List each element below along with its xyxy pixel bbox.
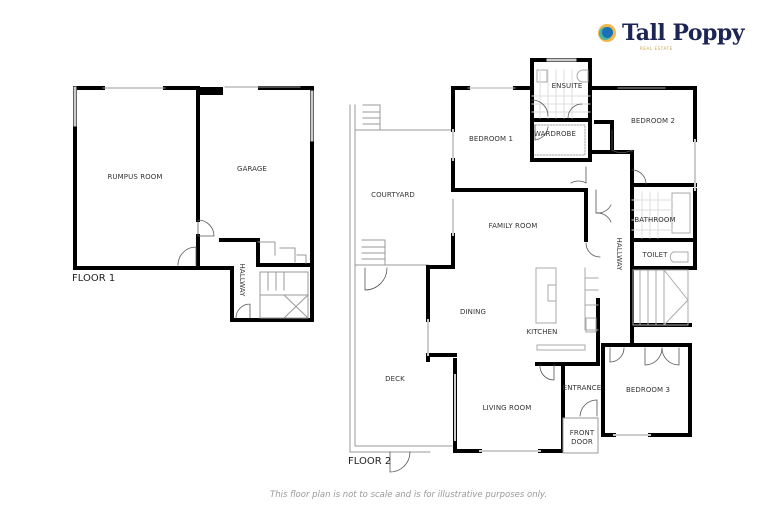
room-label-dining: DINING	[459, 308, 487, 316]
room-label-rumpus-room: RUMPUS ROOM	[107, 173, 163, 181]
room-label-entrance: ENTRANCE	[562, 384, 602, 392]
room-label-hallway-floor1: HALLWAY	[238, 263, 246, 297]
poppy-logo-icon	[598, 24, 616, 42]
room-label-hallway-floor2: HALLWAY	[615, 237, 623, 271]
brand-tagline: REAL ESTATE	[640, 46, 673, 51]
room-label-front-door-line2: DOOR	[571, 438, 593, 446]
room-label-kitchen: KITCHEN	[526, 328, 558, 336]
floor-2-title: FLOOR 2	[348, 456, 392, 467]
room-label-family-room: FAMILY ROOM	[488, 222, 538, 230]
room-label-wardrobe: WARDROBE	[534, 130, 576, 138]
floor-1-title: FLOOR 1	[72, 273, 116, 284]
room-label-bedroom-1: BEDROOM 1	[468, 135, 514, 143]
room-label-front-door-line1: FRONT	[569, 429, 595, 437]
room-label-bedroom-2: BEDROOM 2	[630, 117, 676, 125]
room-label-toilet: TOILET	[642, 251, 668, 259]
room-label-deck: DECK	[385, 375, 405, 383]
room-label-ensuite: ENSUITE	[551, 82, 583, 90]
brand-name: Tall Poppy	[622, 20, 745, 46]
room-label-garage: GARAGE	[237, 165, 267, 173]
room-label-courtyard: COURTYARD	[371, 191, 415, 199]
brand-logo: Tall Poppy	[598, 20, 745, 46]
room-label-bedroom-3: BEDROOM 3	[625, 386, 671, 394]
room-label-living-room: LIVING ROOM	[482, 404, 532, 412]
disclaimer-text: This floor plan is not to scale and is f…	[270, 490, 548, 500]
room-label-bathroom: BATHROOM	[634, 216, 676, 224]
floor-1-walls	[73, 86, 314, 322]
